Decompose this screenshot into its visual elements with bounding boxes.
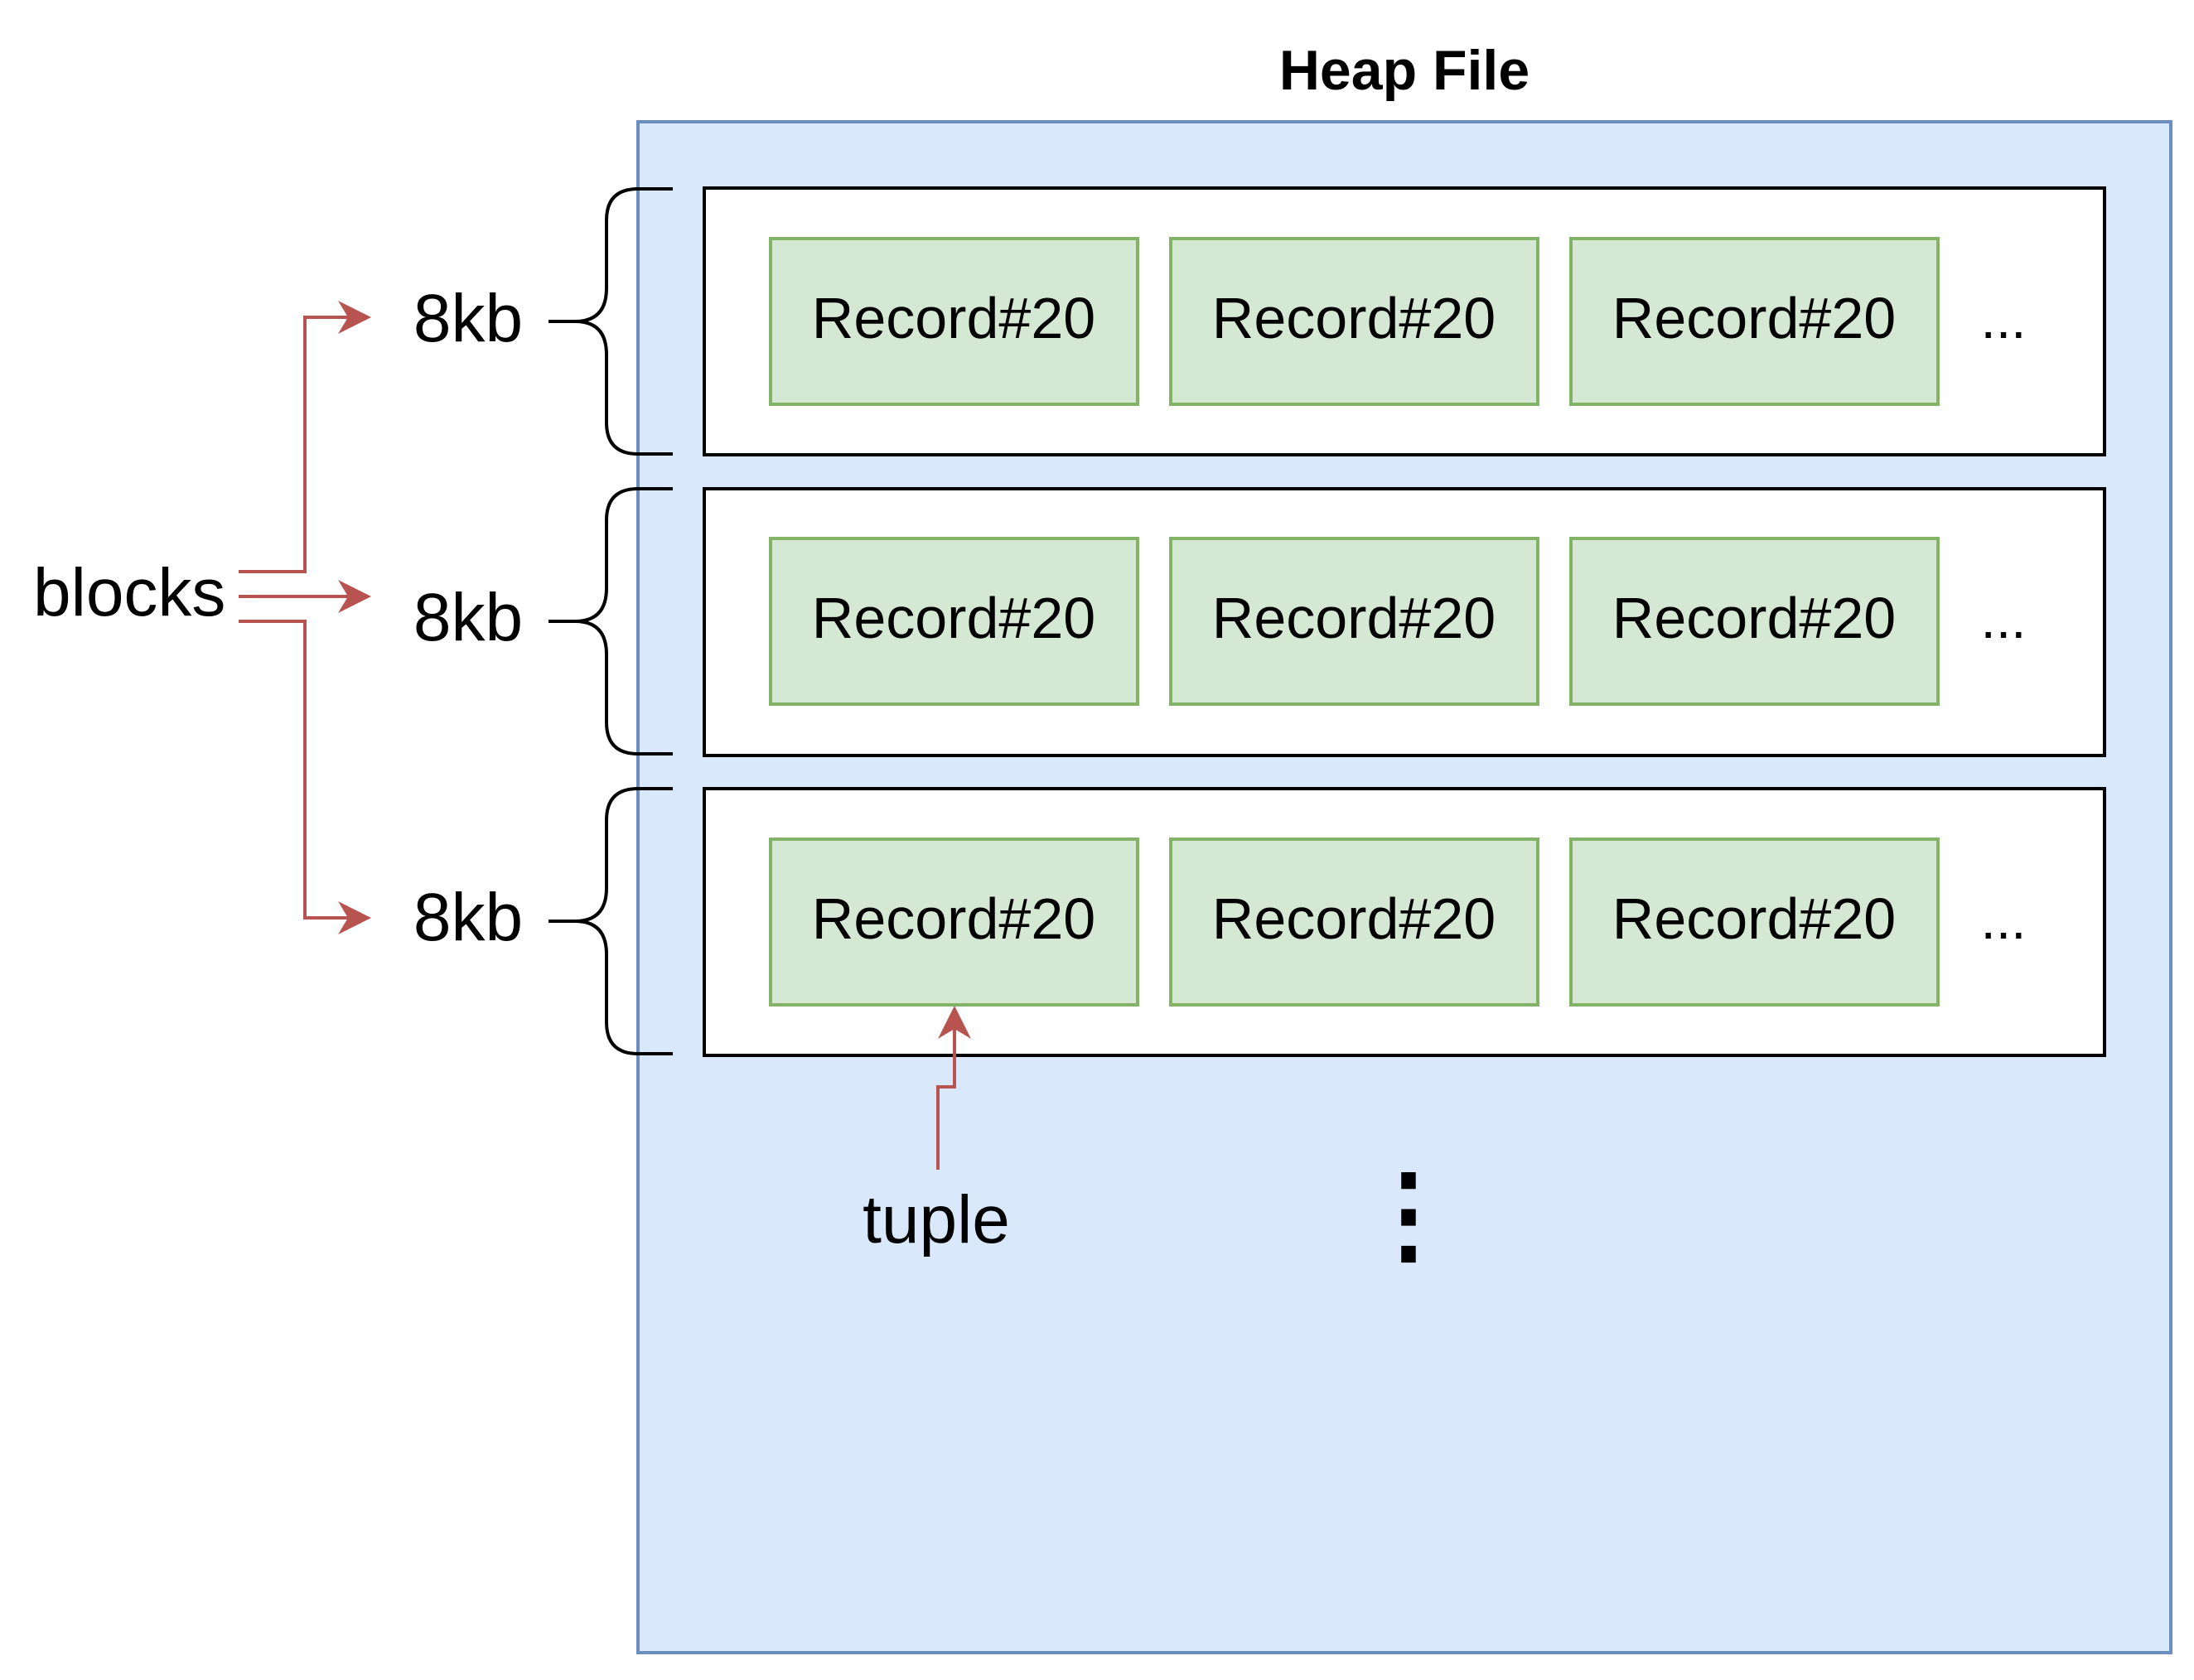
record-label: Record#20 xyxy=(812,286,1095,350)
record-label: Record#20 xyxy=(1212,586,1496,650)
record-label: Record#20 xyxy=(1612,286,1896,350)
record-box xyxy=(1569,237,1940,406)
blocks-arrow-3 xyxy=(239,620,371,934)
blocks-label: blocks xyxy=(33,555,225,630)
record-box xyxy=(1169,537,1539,706)
heap-file-title: Heap File xyxy=(1279,39,1530,102)
record-box xyxy=(769,237,1139,406)
tuple-arrow xyxy=(936,1006,971,1170)
record-label: Record#20 xyxy=(812,586,1095,650)
block-size-label-1: 8kb xyxy=(413,281,523,356)
record-label: Record#20 xyxy=(1612,586,1896,650)
more-records-ellipsis: ... xyxy=(1980,288,2026,350)
block-2: Record#20 Record#20 Record#20 ... xyxy=(703,487,2106,757)
blocks-arrow-1 xyxy=(239,301,371,573)
record-label: Record#20 xyxy=(1612,886,1896,951)
block-size-label-2: 8kb xyxy=(413,580,523,655)
record-label: Record#20 xyxy=(1212,286,1496,350)
continuation-mark: ⋮ xyxy=(1355,1153,1462,1274)
record-box xyxy=(1169,838,1539,1007)
more-records-ellipsis: ... xyxy=(1980,588,2026,649)
block-size-label-3: 8kb xyxy=(413,880,523,955)
record-box xyxy=(1569,838,1940,1007)
record-box xyxy=(1569,537,1940,706)
tuple-label: tuple xyxy=(863,1182,1010,1258)
record-box xyxy=(769,838,1139,1007)
record-box xyxy=(769,537,1139,706)
record-label: Record#20 xyxy=(812,886,1095,951)
block-3: Record#20 Record#20 Record#20 ... xyxy=(703,787,2106,1057)
more-records-ellipsis: ... xyxy=(1980,889,2026,950)
record-label: Record#20 xyxy=(1212,886,1496,951)
block-1: Record#20 Record#20 Record#20 ... xyxy=(703,186,2106,456)
record-box xyxy=(1169,237,1539,406)
